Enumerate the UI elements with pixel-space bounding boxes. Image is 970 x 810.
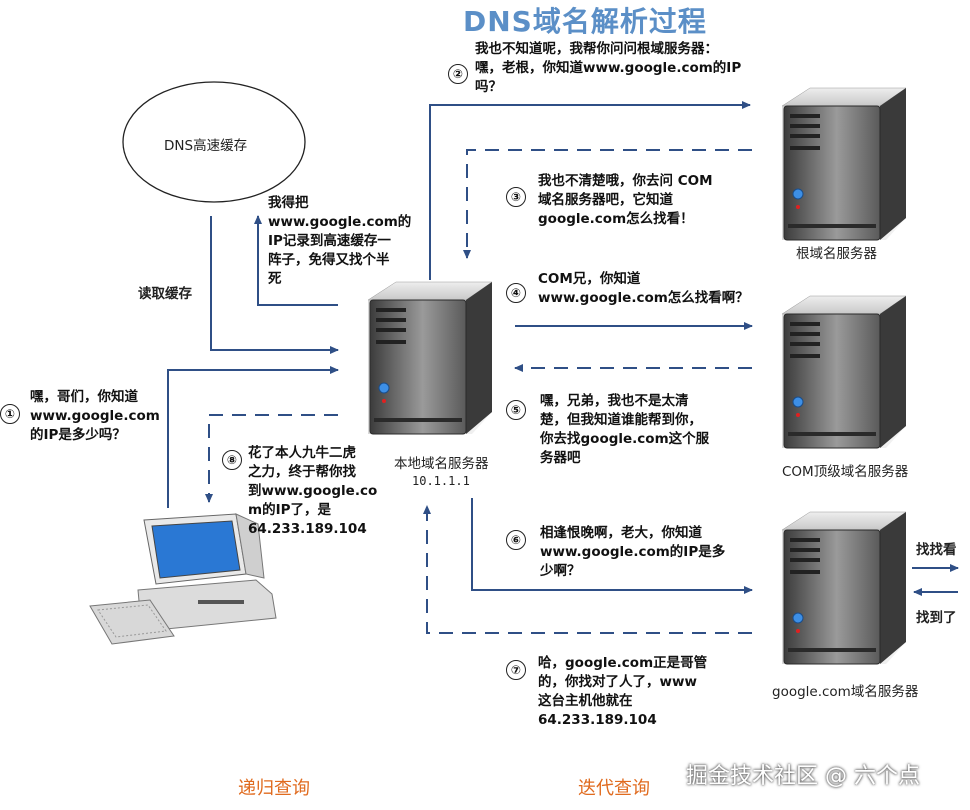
step7-number: ⑦ <box>506 660 526 680</box>
client-computer-icon <box>89 513 277 645</box>
page-title: DNS域名解析过程 <box>463 5 707 38</box>
step2-number: ② <box>448 64 468 84</box>
watermark: 掘金技术社区 @ 六个点 <box>686 764 920 789</box>
step6-number: ⑥ <box>506 530 526 550</box>
dns-cache-label: DNS高速缓存 <box>164 138 248 154</box>
record-cache-arrow <box>254 215 338 306</box>
step4-text: COM兄，你知道 www.google.com怎么找看啊？ <box>538 271 749 306</box>
step3-arrow <box>463 149 752 259</box>
step7-arrow <box>423 505 752 634</box>
step8-text: 花了本人九牛二虎 之力，终于帮你找 到www.google.co m的IP了，是… <box>248 445 378 537</box>
read-cache-label: 读取缓存 <box>138 286 192 302</box>
step2-text: 我也不知道呢，我帮你问问根域服务器： 嘿，老根，你知道www.google.co… <box>475 41 742 95</box>
local-server-ip: 10.1.1.1 <box>412 474 470 488</box>
iterative-query-label: 迭代查询 <box>578 778 650 799</box>
find-label: 找找看 <box>916 542 957 558</box>
dns-cache-ellipse <box>122 81 306 203</box>
step3-text: 我也不清楚哦，你去问 COM 域名服务器吧，它知道 google.com怎么找看… <box>538 173 713 227</box>
root-server-icon <box>781 87 907 241</box>
step1-number: ① <box>0 404 20 424</box>
step5-number: ⑤ <box>506 400 526 420</box>
client-ask-text: 嘿，哥们，你知道 www.google.com 的IP是多少吗？ <box>30 389 160 443</box>
record-cache-text: 我得把 www.google.com的 IP记录到高速缓存一 阵子，免得又找个半… <box>268 195 412 287</box>
step8-arrow <box>205 414 338 503</box>
step8-number: ⑧ <box>222 450 242 470</box>
com-server-name: COM顶级域名服务器 <box>782 464 909 480</box>
step3-number: ③ <box>506 187 526 207</box>
client-query-arrow <box>167 366 339 508</box>
google-server-name: google.com域名服务器 <box>772 684 919 700</box>
step4-number: ④ <box>506 283 526 303</box>
local-server-icon <box>367 281 493 435</box>
local-server-name: 本地域名服务器 <box>394 456 489 472</box>
found-label: 找到了 <box>916 610 957 626</box>
step6-arrow <box>471 498 753 594</box>
step5-text: 嘿，兄弟，我也不是太清 楚，但我知道谁能帮到你， 你去找google.com这个… <box>540 393 710 466</box>
recursive-query-label: 递归查询 <box>238 778 310 799</box>
google-server-icon <box>781 511 907 665</box>
com-server-icon <box>781 295 907 449</box>
step6-text: 相逢恨晚啊，老大，你知道 www.google.com的IP是多 少啊？ <box>540 525 726 579</box>
step7-text: 哈，google.com正是哥管 的，你找对了人了，www 这台主机他就在 64… <box>538 655 708 728</box>
root-server-name: 根域名服务器 <box>796 246 877 262</box>
step2-arrow <box>429 101 751 280</box>
read-cache-arrow <box>210 216 339 354</box>
